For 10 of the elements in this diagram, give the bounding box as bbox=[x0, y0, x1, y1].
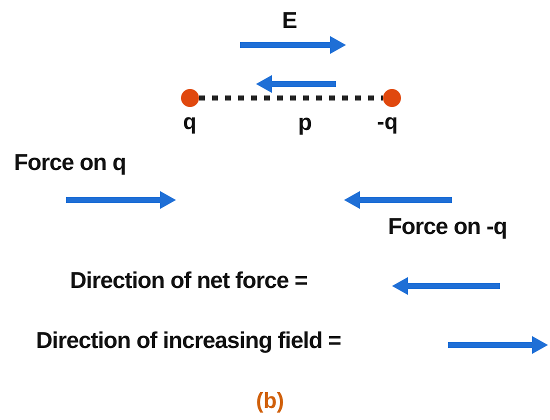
dashed-line bbox=[199, 96, 383, 100]
text-label: Direction of net force = bbox=[70, 266, 308, 295]
text-label: Force on -q bbox=[388, 212, 507, 241]
text-label: Direction of increasing field = bbox=[36, 326, 341, 355]
text-label: p bbox=[298, 108, 312, 137]
text-label: E bbox=[282, 6, 297, 35]
caption: (b) bbox=[256, 387, 284, 415]
charge-label: -q bbox=[377, 111, 398, 133]
charge-label: q bbox=[183, 111, 196, 133]
text-label: Force on q bbox=[14, 148, 126, 177]
